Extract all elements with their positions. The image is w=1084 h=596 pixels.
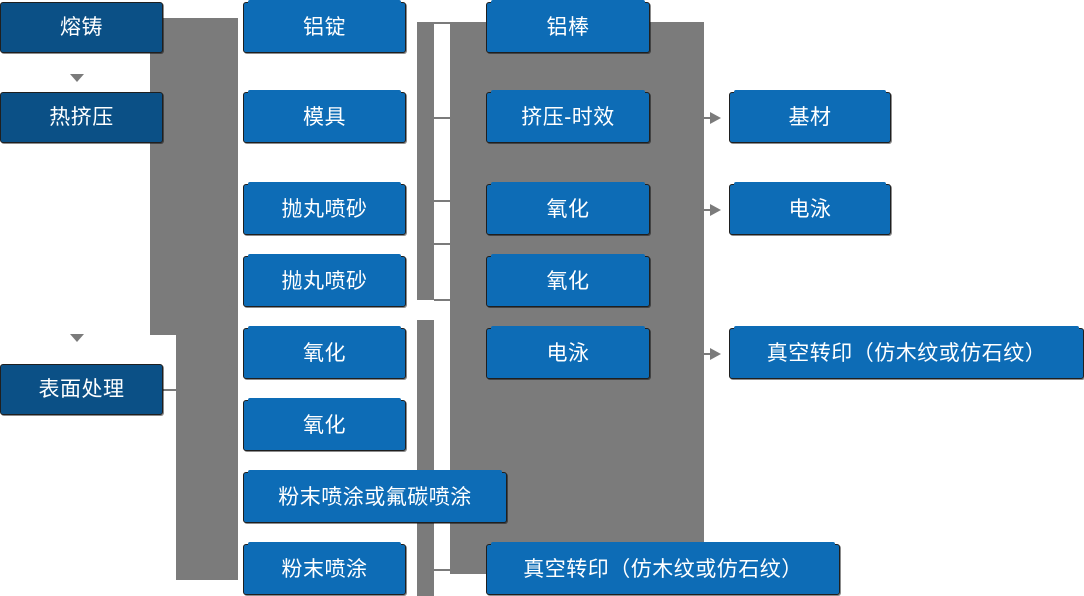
process-label-mould: 模具 — [303, 105, 346, 129]
operation-label-oxidation-2: 氧化 — [546, 269, 590, 293]
arrow-to-proc-1 — [227, 21, 238, 33]
arrow-to-proc-9 — [227, 568, 238, 580]
process-box-mould[interactable]: 模具 — [243, 90, 406, 143]
connector-stage-to-process-main — [150, 18, 238, 335]
chevron-extrude-to-surface — [70, 334, 84, 342]
stage-label-surface-treatment: 表面处理 — [38, 377, 125, 401]
process-label-oxidation-2: 氧化 — [303, 413, 346, 437]
arrow-to-out-substrate — [710, 112, 721, 124]
tick-rail-4 — [434, 243, 456, 245]
operation-label-vacuum-transfer: 真空转印（仿木纹或仿石纹） — [523, 557, 803, 581]
arrow-to-proc-4 — [227, 250, 238, 262]
process-label-oxidation-1: 氧化 — [303, 341, 346, 365]
chevron-melt-to-extrude — [70, 74, 84, 82]
arrow-to-out-electrophoresis — [710, 204, 721, 216]
process-label-aluminum-ingot: 铝锭 — [303, 15, 346, 39]
operation-box-aluminum-bar[interactable]: 铝棒 — [486, 0, 650, 53]
tick-rail-6 — [434, 569, 456, 571]
operation-box-electrophoresis[interactable]: 电泳 — [486, 326, 650, 379]
stage-box-hot-extrude[interactable]: 热挤压 — [0, 92, 163, 143]
connector-stage-to-process-lower — [176, 335, 238, 580]
arrow-to-proc-8 — [227, 489, 238, 501]
arrow-to-out-vacuum-transfer — [710, 348, 721, 360]
output-label-electrophoresis: 电泳 — [788, 197, 832, 221]
process-label-powder-or-pvdf: 粉末喷涂或氟碳喷涂 — [278, 485, 472, 509]
process-box-oxidation-2[interactable]: 氧化 — [243, 398, 406, 451]
output-box-electrophoresis[interactable]: 电泳 — [729, 182, 891, 235]
operation-box-vacuum-transfer[interactable]: 真空转印（仿木纹或仿石纹） — [486, 542, 840, 595]
process-label-shot-blast-2: 抛丸喷砂 — [281, 269, 368, 293]
process-box-powder-or-pvdf[interactable]: 粉末喷涂或氟碳喷涂 — [243, 470, 507, 523]
stem-to-out-1 — [704, 117, 712, 119]
operation-box-oxidation-1[interactable]: 氧化 — [486, 182, 650, 235]
tick-rail-2 — [434, 117, 456, 119]
process-box-shot-blast-2[interactable]: 抛丸喷砂 — [243, 254, 406, 307]
operation-box-extrude-aging[interactable]: 挤压-时效 — [486, 90, 650, 143]
tick-rail-5 — [434, 299, 456, 301]
stage-label-hot-extrude: 热挤压 — [49, 105, 114, 129]
output-box-vacuum-transfer[interactable]: 真空转印（仿木纹或仿石纹） — [729, 326, 1084, 379]
arrow-to-proc-5 — [227, 304, 238, 316]
connector-surface-stub — [163, 389, 179, 391]
tick-rail-1 — [434, 22, 456, 24]
operation-label-extrude-aging: 挤压-时效 — [521, 105, 615, 129]
arrow-to-proc-2 — [227, 104, 238, 116]
operation-box-oxidation-2[interactable]: 氧化 — [486, 254, 650, 307]
arrow-to-proc-6 — [227, 363, 238, 375]
stage-label-melt-cast: 熔铸 — [60, 15, 103, 39]
output-box-substrate[interactable]: 基材 — [729, 90, 891, 143]
stage-box-melt-cast[interactable]: 熔铸 — [0, 2, 163, 53]
connector-rail-upper — [417, 22, 434, 300]
stage-box-surface-treatment[interactable]: 表面处理 — [0, 364, 163, 415]
process-box-powder-coating[interactable]: 粉末喷涂 — [243, 542, 406, 595]
tick-rail-3 — [434, 200, 456, 202]
process-box-shot-blast-1[interactable]: 抛丸喷砂 — [243, 182, 406, 235]
arrow-to-proc-3 — [227, 186, 238, 198]
process-box-aluminum-ingot[interactable]: 铝锭 — [243, 0, 406, 53]
process-box-oxidation-1[interactable]: 氧化 — [243, 326, 406, 379]
stem-to-out-2 — [704, 209, 712, 211]
operation-label-electrophoresis: 电泳 — [546, 341, 590, 365]
arrow-to-proc-7 — [227, 425, 238, 437]
process-label-shot-blast-1: 抛丸喷砂 — [281, 197, 368, 221]
output-label-vacuum-transfer: 真空转印（仿木纹或仿石纹） — [766, 341, 1047, 365]
operation-label-aluminum-bar: 铝棒 — [546, 15, 590, 39]
operation-label-oxidation-1: 氧化 — [546, 197, 590, 221]
connector-rail-lower — [417, 320, 434, 596]
process-label-powder-coating: 粉末喷涂 — [281, 557, 368, 581]
output-label-substrate: 基材 — [788, 105, 832, 129]
stem-to-out-3 — [704, 353, 712, 355]
